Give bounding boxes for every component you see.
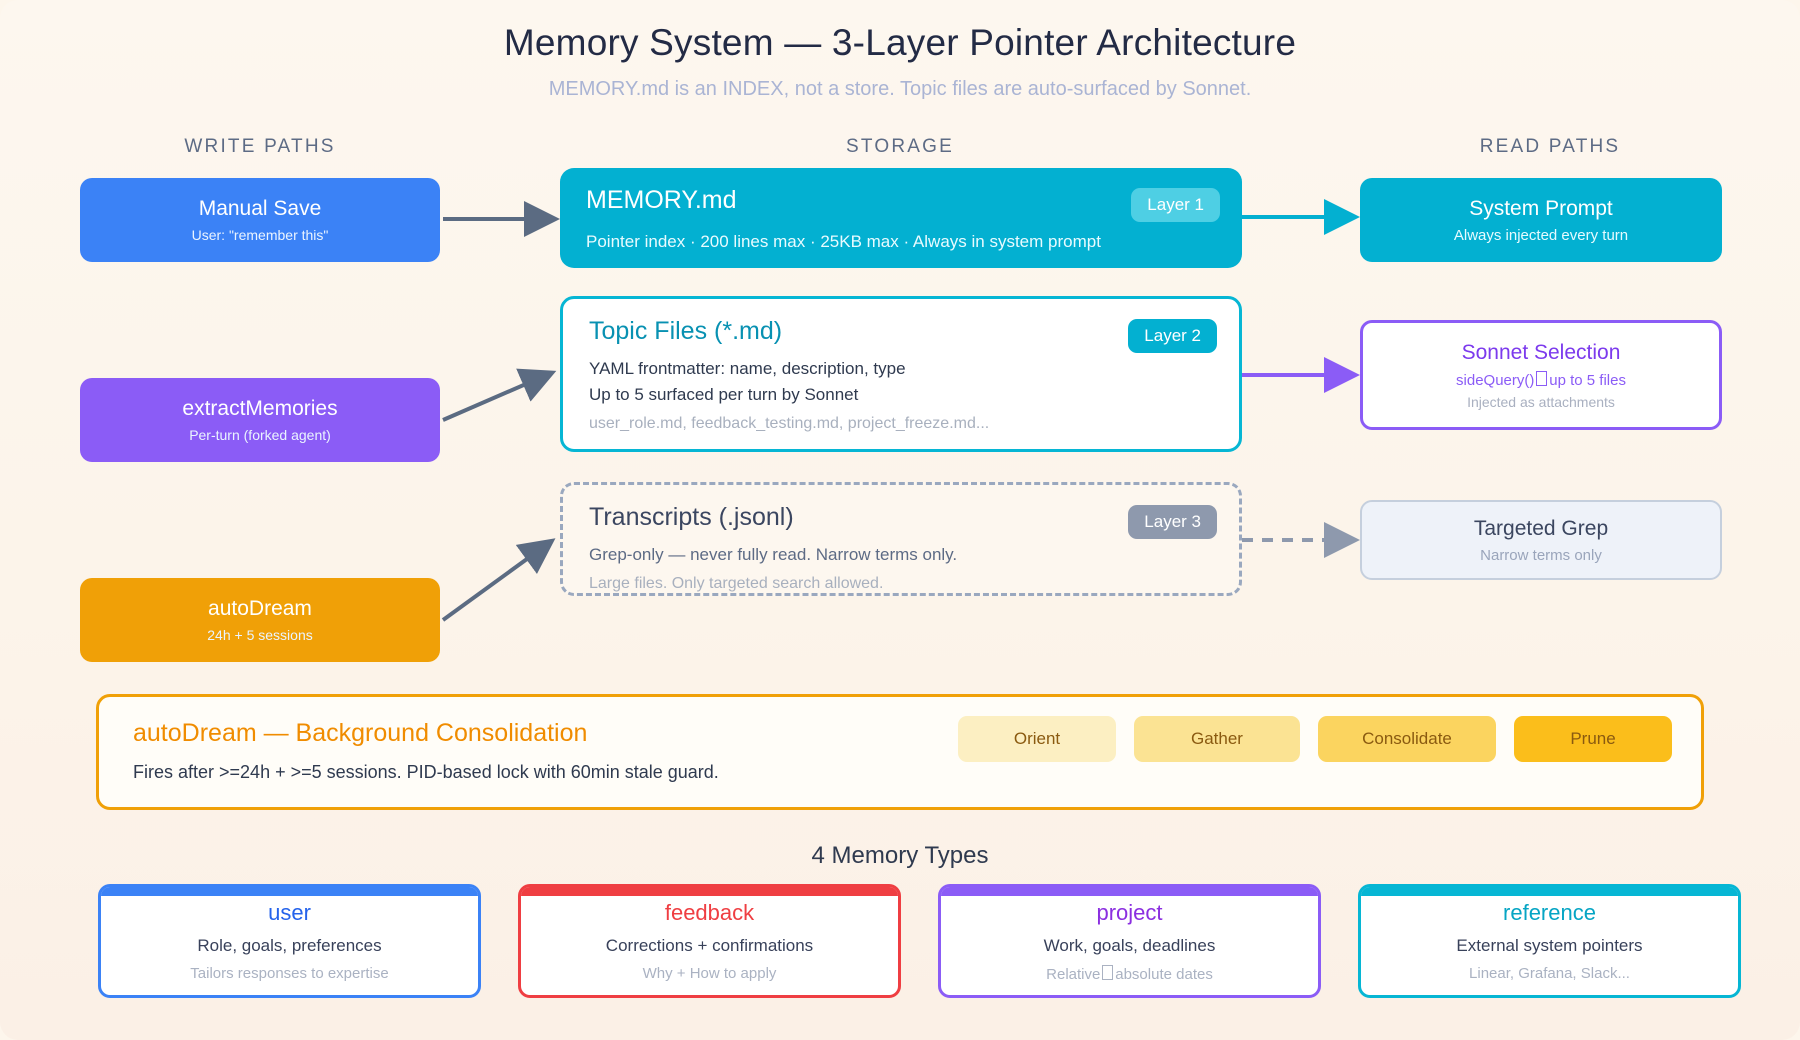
storage-panel-examples: Large files. Only targeted search allowe…: [589, 575, 884, 593]
memory-type-card-user[interactable]: user Role, goals, preferences Tailors re…: [98, 884, 481, 998]
write-node-subtitle: User: "remember this": [191, 226, 329, 243]
card-title: user: [268, 900, 311, 925]
autodream-description: Fires after >=24h + >=5 sessions. PID-ba…: [133, 762, 719, 782]
write-node-extract-memories[interactable]: extractMemories Per-turn (forked agent): [80, 378, 440, 462]
storage-panel-topic-files[interactable]: Topic Files (*.md) YAML frontmatter: nam…: [560, 296, 1242, 452]
memory-type-card-feedback[interactable]: feedback Corrections + confirmations Why…: [518, 884, 901, 998]
phase-chip-consolidate[interactable]: Consolidate: [1318, 716, 1496, 762]
read-node-title: Targeted Grep: [1473, 516, 1609, 540]
page-subtitle: MEMORY.md is an INDEX, not a store. Topi…: [548, 78, 1252, 100]
page-title: Memory System — 3-Layer Pointer Architec…: [503, 22, 1297, 63]
card-note-post: absolute dates: [1115, 965, 1213, 983]
read-node-title: System Prompt: [1469, 196, 1613, 220]
column-header-storage: STORAGE: [846, 136, 954, 157]
storage-panel-memory-md[interactable]: MEMORY.md Pointer index · 200 lines max …: [560, 168, 1242, 268]
storage-panel-title: Transcripts (.jsonl): [589, 503, 794, 531]
memory-type-card-project[interactable]: project Work, goals, deadlines Relative a…: [938, 884, 1321, 998]
card-accent-bar: [521, 887, 898, 896]
read-node-subtitle: Always injected every turn: [1453, 226, 1629, 244]
write-node-subtitle: Per-turn (forked agent): [189, 426, 331, 443]
read-node-sonnet-selection[interactable]: Sonnet Selection sideQuery() up to 5 file…: [1360, 320, 1722, 430]
card-title: feedback: [664, 900, 755, 925]
autodream-panel[interactable]: autoDream — Background Consolidation Fir…: [96, 694, 1704, 810]
missing-glyph-icon: [1102, 964, 1114, 981]
write-node-title: Manual Save: [198, 196, 322, 220]
read-node-title: Sonnet Selection: [1461, 340, 1621, 364]
write-node-title: autoDream: [208, 596, 312, 620]
storage-panel-title: MEMORY.md: [586, 186, 737, 214]
column-header-read: READ PATHS: [1479, 136, 1621, 157]
read-node-subtitle: Narrow terms only: [1480, 546, 1602, 564]
missing-glyph-icon: [1536, 370, 1548, 387]
autodream-phase-list: Orient Gather Consolidate Prune: [958, 716, 1672, 762]
card-subtitle: Work, goals, deadlines: [1043, 935, 1216, 955]
memory-types-heading: 4 Memory Types: [811, 842, 989, 869]
card-subtitle: Corrections + confirmations: [605, 936, 814, 955]
storage-panel-line: Grep-only — never fully read. Narrow ter…: [589, 544, 958, 564]
storage-panel-line: YAML frontmatter: name, description, typ…: [589, 358, 906, 378]
layer-badge-2: Layer 2: [1128, 319, 1217, 353]
read-node-subtitle-pre: sideQuery(): [1456, 371, 1535, 389]
card-note-pre: Relative: [1046, 965, 1101, 983]
read-node-system-prompt[interactable]: System Prompt Always injected every turn: [1360, 178, 1722, 262]
phase-chip-gather[interactable]: Gather: [1134, 716, 1300, 762]
column-header-write: WRITE PATHS: [184, 136, 336, 157]
write-node-subtitle: 24h + 5 sessions: [207, 626, 313, 643]
card-note: Tailors responses to expertise: [190, 965, 389, 982]
card-accent-bar: [1361, 887, 1738, 896]
card-accent-bar: [941, 887, 1318, 896]
card-subtitle: External system pointers: [1456, 936, 1643, 955]
read-node-subtitle2: Injected as attachments: [1467, 393, 1615, 410]
read-node-targeted-grep[interactable]: Targeted Grep Narrow terms only: [1360, 500, 1722, 580]
layer-badge-3: Layer 3: [1128, 505, 1217, 539]
card-note: Why + How to apply: [642, 965, 777, 982]
storage-panel-title: Topic Files (*.md): [589, 317, 783, 345]
storage-panel-examples: user_role.md, feedback_testing.md, proje…: [589, 415, 990, 433]
autodream-title: autoDream — Background Consolidation: [133, 719, 588, 747]
card-note: Relative absolute dates: [1046, 964, 1213, 983]
read-node-subtitle: sideQuery() up to 5 files: [1456, 370, 1626, 389]
write-node-auto-dream[interactable]: autoDream 24h + 5 sessions: [80, 578, 440, 662]
layer-badge-1: Layer 1: [1131, 188, 1220, 222]
card-note: Linear, Grafana, Slack...: [1469, 965, 1630, 982]
card-title: project: [1096, 899, 1163, 925]
write-node-manual-save[interactable]: Manual Save User: "remember this": [80, 178, 440, 262]
write-node-title: extractMemories: [182, 396, 338, 420]
storage-panel-line: Pointer index · 200 lines max · 25KB max…: [586, 231, 1101, 251]
card-accent-bar: [101, 887, 478, 896]
storage-panel-line: Up to 5 surfaced per turn by Sonnet: [589, 385, 859, 405]
card-title: reference: [1503, 900, 1596, 925]
phase-chip-orient[interactable]: Orient: [958, 716, 1116, 762]
card-subtitle: Role, goals, preferences: [197, 936, 382, 955]
phase-chip-prune[interactable]: Prune: [1514, 716, 1672, 762]
read-node-subtitle-post: up to 5 files: [1549, 371, 1626, 389]
storage-panel-transcripts[interactable]: Transcripts (.jsonl) Grep-only — never f…: [560, 482, 1242, 596]
memory-type-card-reference[interactable]: reference External system pointers Linea…: [1358, 884, 1741, 998]
